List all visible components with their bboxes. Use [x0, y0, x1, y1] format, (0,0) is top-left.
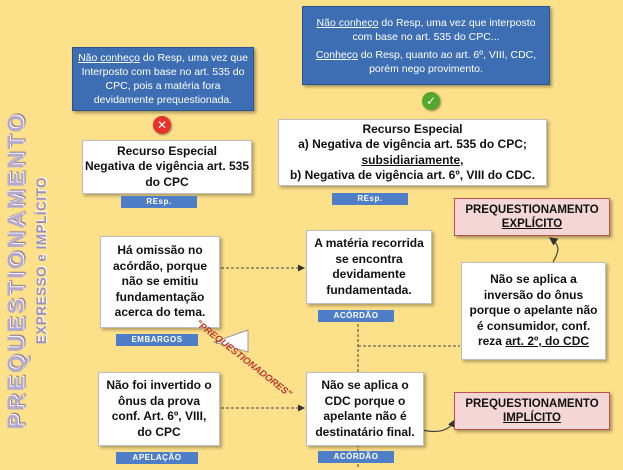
recurso-left-box: Recurso Especial Negativa de vigência ar… — [82, 140, 252, 194]
recurso-right-line3: subsidiariamente, — [361, 152, 464, 167]
apelacao-box: Não foi invertido o ônus da prova conf. … — [98, 372, 220, 446]
explicito-line2: EXPLÍCITO — [501, 218, 563, 230]
right-note-box: Não se aplica a inversão do ônus porque … — [461, 262, 606, 360]
implicito-line1: PREQUESTIONAMENTO — [465, 398, 599, 410]
top-left-note-text: do Resp, uma vez que Interposto com base… — [81, 52, 248, 106]
not-known-label: Não conheço — [316, 16, 379, 29]
arrow-to-explicito — [549, 237, 559, 263]
materia-box: A matéria recorrida se encontra devidame… — [306, 230, 432, 304]
omissao-box: Há omissão no acórdão, porque não se emi… — [100, 236, 220, 328]
check-icon: ✓ — [422, 92, 440, 110]
prequestionamento-explicito: PREQUESTIONAMENTO EXPLÍCITO — [454, 198, 610, 236]
recurso-left-line2: Negativa de vigência art. 535 do CPC — [84, 159, 250, 189]
acordao-tag-1: ACÓRDÃO — [318, 310, 394, 322]
recurso-right-box: Recurso Especial a) Negativa de vigência… — [278, 119, 547, 186]
acordao-tag-2: ACÓRDÃO — [318, 451, 394, 463]
recurso-right-line2: a) Negativa de vigência art. 535 do CPC; — [298, 137, 527, 151]
top-left-note: Não conheço do Resp, uma vez que Interpo… — [72, 47, 254, 111]
materia-text: A matéria recorrida se encontra devidame… — [314, 236, 424, 297]
top-right-note-line2: do Resp, quanto ao art. 6º, VIII, CDC, p… — [357, 48, 537, 75]
acordao-box-2: Não se aplica o CDC porque o apelante nã… — [306, 372, 424, 446]
top-right-note: Não conheço do Resp, uma vez que interpo… — [302, 6, 550, 85]
recurso-left-line1: Recurso Especial — [116, 143, 218, 158]
arrow-to-embargos — [212, 329, 249, 353]
recurso-right-line1: Recurso Especial — [362, 121, 463, 136]
embargos-tag: EMBARGOS — [116, 334, 198, 346]
main-subtitle: EXPRESSO e IMPLÍCITO — [34, 176, 50, 344]
main-title: PREQUESTIONAMENTO — [2, 111, 29, 429]
recurso-right-tag: REsp. — [332, 193, 408, 205]
recurso-left-tag: REsp. — [121, 196, 197, 208]
x-icon: ✕ — [153, 116, 171, 134]
acordao2-text: Não se aplica o CDC porque o apelante nã… — [315, 378, 415, 439]
right-note-ref: art. 2º, do CDC — [505, 334, 590, 349]
not-known-label: Não conheço — [78, 52, 140, 64]
omissao-text: Há omissão no acórdão, porque não se emi… — [112, 243, 207, 320]
apelacao-tag: APELAÇÃO — [116, 452, 198, 464]
right-note-text: Não se aplica a inversão do ônus porque … — [469, 272, 598, 349]
implicito-line2: IMPLÍCITO — [503, 412, 561, 424]
arrow-to-implicito — [421, 418, 456, 433]
top-right-note-line1: do Resp, uma vez que interposto com base… — [352, 16, 536, 43]
prequestionamento-implicito: PREQUESTIONAMENTO IMPLÍCITO — [454, 392, 610, 430]
explicito-line1: PREQUESTIONAMENTO — [465, 204, 599, 216]
apelacao-text: Não foi invertido o ônus da prova conf. … — [106, 378, 212, 439]
recurso-right-line4: b) Negativa de vigência art. 6º, VIII do… — [289, 168, 536, 182]
known-label: Conheço — [315, 48, 358, 61]
